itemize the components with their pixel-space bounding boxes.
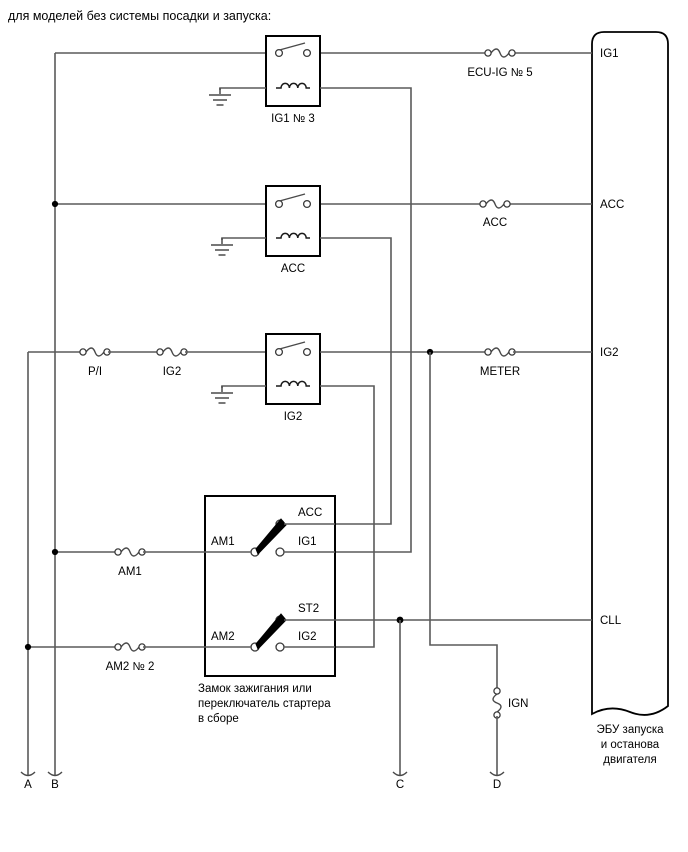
wire-acc-coil-to-ground	[221, 237, 266, 240]
switch-terminal-label-acc: ACC	[298, 507, 322, 519]
relay-label-ig1: IG1 № 3	[271, 113, 315, 125]
ground-symbol-acc	[211, 238, 233, 256]
switch-terminal-label-am2: AM2	[211, 631, 235, 643]
ecu-caption-line-1: ЭБУ запуска	[597, 724, 665, 736]
relay-ig2	[265, 333, 321, 405]
ecu-pin-label-acc: ACC	[600, 199, 624, 211]
fuse-ign	[492, 687, 502, 719]
relay-label-ig2: IG2	[284, 411, 303, 423]
wire-ig1-coil-to-ground	[219, 87, 266, 90]
junction-dot-b-am1	[51, 548, 59, 556]
ecu-caption-line-2: и останова	[601, 739, 660, 751]
fuse-label-ign: IGN	[508, 698, 528, 710]
switch-contact-ig1	[275, 547, 285, 557]
engine-start-stop-ecu	[591, 31, 669, 716]
ground-symbol-ig1	[209, 88, 231, 106]
junction-dot-b-acc	[51, 200, 59, 208]
switch-terminal-label-ig2: IG2	[298, 631, 317, 643]
fuse-label-ig2: IG2	[163, 366, 182, 378]
terminal-label-c: C	[396, 779, 404, 791]
fuse-label-am1: AM1	[118, 566, 142, 578]
relay-ig1	[265, 35, 321, 107]
fuse-label-meter: METER	[480, 366, 520, 378]
ecu-pin-label-ig1: IG1	[600, 48, 619, 60]
ecu-caption-line-3: двигателя	[603, 754, 656, 766]
ignition-switch-assembly: AM1 AM2 ACC IG1 ST2 IG2	[204, 495, 336, 677]
fuse-acc	[479, 199, 511, 209]
terminal-cap-d	[489, 771, 505, 777]
wire-ig2-coil-to-switch-ig2	[320, 385, 375, 648]
relay-label-acc: ACC	[281, 263, 305, 275]
fuse-meter	[484, 347, 516, 357]
switch-terminal-label-am1: AM1	[211, 536, 235, 548]
fuse-label-acc: ACC	[483, 217, 507, 229]
terminal-cap-a	[20, 771, 36, 777]
switch-blade-upper	[255, 518, 287, 555]
ignition-switch-caption-line-1: Замок зажигания или	[198, 683, 312, 695]
terminal-cap-b	[47, 771, 63, 777]
fuse-am1	[114, 547, 146, 557]
ground-symbol-ig2	[211, 386, 233, 404]
junction-dot-a-am2	[24, 643, 32, 651]
fuse-label-pi: P/I	[88, 366, 102, 378]
page-caption: для моделей без системы посадки и запуск…	[8, 9, 272, 23]
ecu-pin-label-cll: CLL	[600, 615, 622, 627]
ignition-switch-caption-line-3: в сборе	[198, 713, 239, 725]
wire-ig1-coil-to-switch-ig1	[320, 87, 412, 553]
ecu-pin-label-ig2: IG2	[600, 347, 619, 359]
fuse-label-am2-2: AM2 № 2	[106, 661, 155, 673]
switch-terminal-label-st2: ST2	[298, 603, 319, 615]
terminal-label-d: D	[493, 779, 501, 791]
fuse-ig2	[156, 347, 188, 357]
switch-terminal-label-ig1: IG1	[298, 536, 317, 548]
wire-switch-ig2-to-ign-fuse	[429, 620, 498, 690]
terminal-label-a: A	[24, 779, 32, 791]
wire-acc-coil-to-switch-acc	[320, 237, 392, 525]
ignition-switch-caption-line-2: переключатель стартера	[198, 698, 331, 710]
switch-contact-ig2	[275, 642, 285, 652]
fuse-pi	[79, 347, 111, 357]
relay-acc	[265, 185, 321, 257]
fuse-am2-2	[114, 642, 146, 652]
fuse-ecu-ig-5	[484, 48, 516, 58]
wire-ig2-coil-to-ground	[221, 385, 266, 388]
fuse-label-ecu-ig-5: ECU-IG № 5	[467, 67, 532, 79]
terminal-cap-c	[392, 771, 408, 777]
terminal-label-b: B	[51, 779, 59, 791]
